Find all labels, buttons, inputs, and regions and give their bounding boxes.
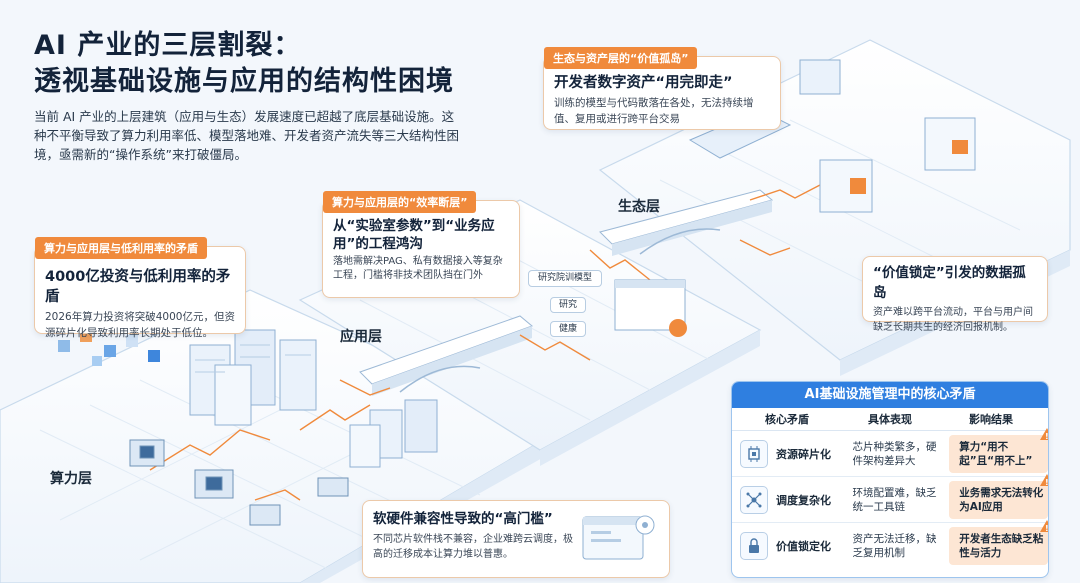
efficiency-body: 落地需解决PAG、私有数据接入等复杂工程，门槛将非技术团队挡在门外 xyxy=(333,256,503,281)
warning-icon: ! xyxy=(1040,427,1048,441)
box-study: 研究 xyxy=(550,297,586,313)
row-desc: 环境配置难，缺乏统一工具链 xyxy=(852,486,937,513)
row-name: 价值锁定化 xyxy=(776,539,831,553)
title-line-1: AI 产业的三层割裂： xyxy=(34,30,302,61)
ecosystem-tag: 生态与资产层的“价值孤岛” xyxy=(544,47,698,69)
browser-gear-icon xyxy=(582,515,655,560)
ecosystem-body: 训练的模型与代码散落在各处，无法持续增值、复用或进行跨平台交易 xyxy=(554,97,754,125)
compute-body: 2026年算力投资将突破4000亿元，但资源碎片化导致利用率长期处于低位。 xyxy=(45,311,235,339)
efficiency-tag: 算力与应用层的“效率断层” xyxy=(323,191,477,213)
app-window xyxy=(614,279,687,337)
layer-label-eco: 生态层 xyxy=(618,199,660,215)
compat-body: 不同芯片软件栈不兼容，企业难跨云调度，极高的迁移成本让算力堆以普惠。 xyxy=(373,534,573,560)
row-result-text: 业务需求无法转化为AI应用 xyxy=(959,486,1044,513)
table-row: 价值锁定化 资产无法迁移，缺乏复用机制 开发者生态缺乏粘性与活力! xyxy=(732,519,1048,568)
compute-card: 算力与应用层与低利用率的矛盾 4000亿投资与低利用率的矛盾 2026年算力投资… xyxy=(34,237,246,339)
row-desc: 资产无法迁移，缺乏复用机制 xyxy=(852,532,937,559)
compute-tag: 算力与应用层与低利用率的矛盾 xyxy=(35,237,207,259)
table-header-2: 具体表现 xyxy=(868,413,912,426)
warning-icon: ! xyxy=(1040,519,1048,533)
row-result-text: 算力“用不起”且“用不上” xyxy=(959,440,1033,467)
lower-bridge xyxy=(359,315,533,396)
lock-icon xyxy=(740,531,768,560)
table-row: 资源碎片化 芯片种类繁多，硬件架构差异大 算力“用不起”且“用不上”! xyxy=(732,427,1048,477)
cracks xyxy=(149,184,821,501)
box-research: 研究院训模型 xyxy=(528,270,602,287)
table-title: AI基础设施管理中的核心矛盾 xyxy=(732,382,1048,408)
chip-icon xyxy=(740,439,768,468)
ecosystem-heading: 开发者数字资产“用完即走” xyxy=(554,75,733,91)
row-name: 资源碎片化 xyxy=(776,447,831,461)
intro-text: 当前 AI 产业的上层建筑（应用与生态）发展速度已超越了底层基础设施。这种不平衡… xyxy=(34,109,460,162)
table-header-row: 核心矛盾 具体表现 影响结果 xyxy=(732,408,1048,431)
efficiency-heading: 从“实验室参数”到“业务应用”的工程鸿沟 xyxy=(333,218,495,252)
core-contradiction-table: AI基础设施管理中的核心矛盾 核心矛盾 具体表现 影响结果 资源碎片化 芯片种类… xyxy=(731,381,1049,578)
page-title: AI 产业的三层割裂： 透视基础设施与应用的结构性困境 xyxy=(34,28,454,100)
server-racks xyxy=(189,329,438,468)
layer-label-app: 应用层 xyxy=(340,329,382,345)
layer-label-compute: 算力层 xyxy=(50,471,92,487)
compat-card: 软硬件兼容性导致的“高门槛” 不同芯片软件栈不兼容，企业难跨云调度，极高的迁移成… xyxy=(362,500,670,578)
lock-card: “价值锁定”引发的数据孤岛 资产难以跨平台流动，平台与用户间缺乏长期共生的经济回… xyxy=(862,256,1048,333)
title-line-2: 透视基础设施与应用的结构性困境 xyxy=(34,66,454,97)
table-header-3: 影响结果 xyxy=(969,413,1013,426)
efficiency-card: 算力与应用层的“效率断层” 从“实验室参数”到“业务应用”的工程鸿沟 落地需解决… xyxy=(322,191,520,298)
chips xyxy=(129,439,349,526)
row-name: 调度复杂化 xyxy=(776,493,831,507)
network-icon xyxy=(740,485,768,514)
box-deploy: 健康 xyxy=(550,321,586,337)
lock-heading: “价值锁定”引发的数据孤岛 xyxy=(873,265,1026,301)
row-result-text: 开发者生态缺乏粘性与活力 xyxy=(959,532,1044,559)
upper-bridge xyxy=(599,189,774,256)
row-desc: 芯片种类繁多，硬件架构差异大 xyxy=(852,440,937,467)
compute-heading: 4000亿投资与低利用率的矛盾 xyxy=(45,269,231,305)
table-header-1: 核心矛盾 xyxy=(765,413,809,426)
ecosystem-card: 生态与资产层的“价值孤岛” 开发者数字资产“用完即走” 训练的模型与代码散落在各… xyxy=(543,47,781,130)
compat-heading: 软硬件兼容性导致的“高门槛” xyxy=(373,511,553,527)
lock-body: 资产难以跨平台流动，平台与用户间缺乏长期共生的经济回报机制。 xyxy=(873,307,1033,333)
row-result: 算力“用不起”且“用不上”! xyxy=(949,427,1048,473)
row-result: 开发者生态缺乏粘性与活力! xyxy=(949,519,1048,565)
warning-icon: ! xyxy=(1040,473,1048,487)
row-result: 业务需求无法转化为AI应用! xyxy=(949,473,1048,519)
table-row: 调度复杂化 环境配置难，缺乏统一工具链 业务需求无法转化为AI应用! xyxy=(732,473,1048,523)
